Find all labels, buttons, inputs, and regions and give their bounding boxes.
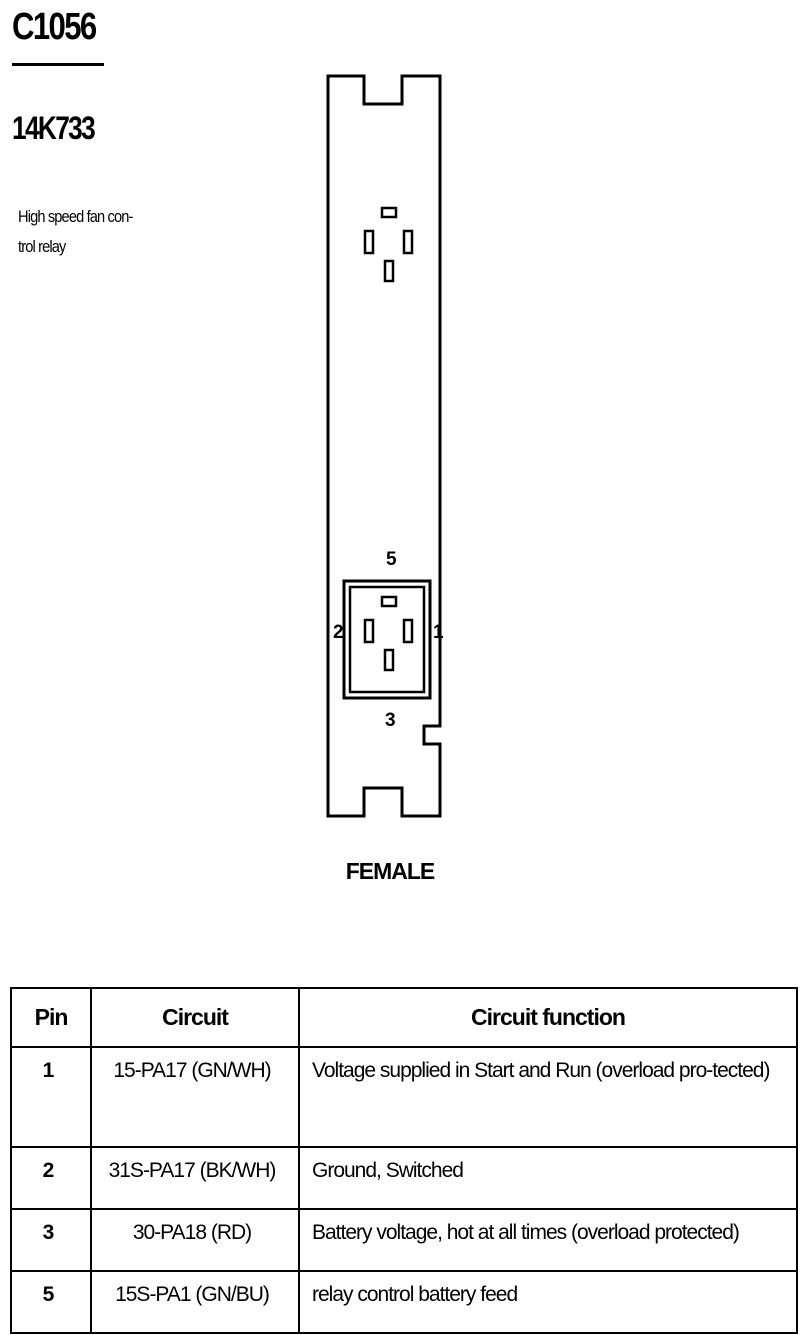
function-cell: Ground, Switched: [298, 1146, 798, 1210]
top-cavity-pin-bottom: [383, 259, 395, 283]
relay-socket-outer: [342, 579, 432, 700]
connector-outline: [326, 74, 442, 818]
function-cell: Voltage supplied in Start and Run (overl…: [298, 1046, 798, 1148]
relay-socket-inner: [348, 585, 426, 694]
circuit-cell: 30-PA18 (RD): [90, 1208, 300, 1272]
pin-table: Pin Circuit Circuit function 1 15-PA17 (…: [10, 987, 798, 1334]
pin-cell: 3: [10, 1208, 92, 1272]
top-cavity-slot: [380, 206, 398, 219]
header-circuit: Circuit: [90, 987, 300, 1048]
function-cell: relay control battery feed: [298, 1270, 798, 1334]
function-cell: Battery voltage, hot at all times (overl…: [298, 1208, 798, 1272]
table-row: 3 30-PA18 (RD) Battery voltage, hot at a…: [10, 1208, 798, 1272]
pin-cell: 5: [10, 1270, 92, 1334]
connector-description: High speed fan con- trol relay: [18, 202, 156, 262]
title-underline: [12, 63, 104, 66]
connector-id: C1056: [12, 6, 97, 48]
top-cavity-pin-right: [402, 229, 414, 255]
table-row: 1 15-PA17 (GN/WH) Voltage supplied in St…: [10, 1046, 798, 1148]
pin-cell: 1: [10, 1046, 92, 1148]
pin-label-1: 1: [433, 622, 444, 643]
socket-pin-left: [363, 618, 375, 644]
description-line: High speed fan con-: [18, 207, 133, 226]
circuit-cell: 15-PA17 (GN/WH): [90, 1046, 300, 1148]
table-row: 5 15S-PA1 (GN/BU) relay control battery …: [10, 1270, 798, 1334]
header-circuit-function: Circuit function: [298, 987, 798, 1048]
description-line: trol relay: [18, 237, 66, 256]
connector-face-diagram: 5 2 1 3: [326, 74, 444, 818]
socket-pin-bottom: [383, 648, 395, 672]
pin-label-3: 3: [385, 710, 396, 731]
pin-cell: 2: [10, 1146, 92, 1210]
header-pin: Pin: [10, 987, 92, 1048]
circuit-cell: 31S-PA17 (BK/WH): [90, 1146, 300, 1210]
socket-pin-right: [402, 618, 414, 644]
top-cavity-pin-left: [363, 229, 375, 255]
connector-gender: FEMALE: [345, 858, 436, 884]
part-number: 14K733: [12, 110, 96, 146]
socket-slot: [380, 595, 398, 608]
circuit-cell: 15S-PA1 (GN/BU): [90, 1270, 300, 1334]
pin-label-5: 5: [386, 549, 397, 570]
pin-label-2: 2: [333, 622, 344, 643]
table-header-row: Pin Circuit Circuit function: [10, 987, 798, 1048]
table-row: 2 31S-PA17 (BK/WH) Ground, Switched: [10, 1146, 798, 1210]
